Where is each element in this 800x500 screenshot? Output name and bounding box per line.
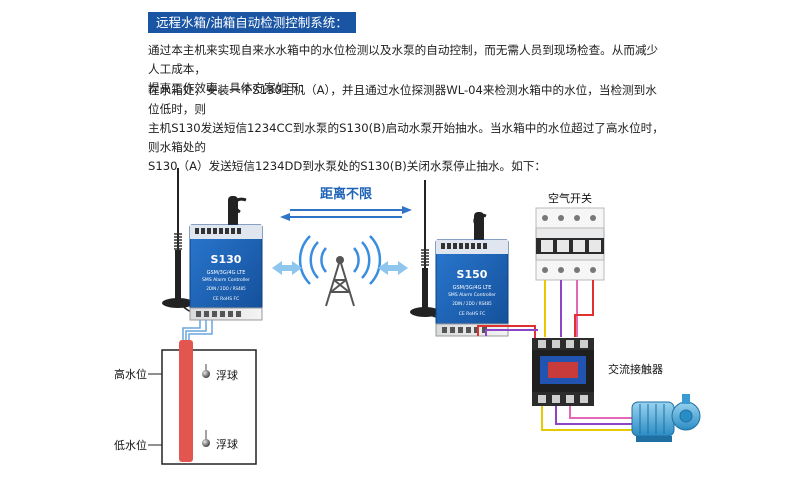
power-wires	[544, 280, 594, 337]
contactor-label: 交流接触器	[608, 362, 663, 376]
device-b-s150: S150 GSM/3G/4G LTE SMS Alarm Controller …	[435, 212, 509, 337]
device-a-model: S130	[211, 253, 242, 266]
motor-wires	[541, 406, 632, 431]
scheme-line-3: S130（A）发送短信1234DD到水泵处的S130(B)关闭水泵停止抽水。如下…	[148, 159, 546, 173]
low-level-label: 低水位	[114, 438, 147, 452]
distance-label: 距离不限	[320, 186, 373, 202]
device-a-line3: 2DIN / 2DO / RS485	[206, 286, 246, 291]
scheme-line-1: 在水箱处，安装一个S130主机（A），并且通过水位探测器WL-04来检测水箱中的…	[148, 83, 657, 116]
control-wires	[477, 325, 538, 345]
pump-motor-icon	[631, 394, 701, 442]
device-b-model: S150	[457, 268, 488, 281]
device-a-line2: SMS Alarm Controller	[202, 277, 250, 283]
device-b-line2: SMS Alarm Controller	[448, 292, 496, 298]
float-ball-top-icon	[202, 364, 210, 378]
float-ball-bottom-icon	[202, 430, 210, 447]
intro-line-2: 提高工作效率。具体方案如下：	[148, 81, 311, 95]
intro-line-1: 通过本主机来实现自来水水箱中的水位检测以及水泵的自动控制，而无需人员到现场检查。…	[148, 43, 659, 76]
air-switch-breaker	[535, 207, 605, 281]
section-title: 远程水箱/油箱自动检测控制系统：	[148, 12, 356, 33]
scheme-line-2: 主机S130发送短信1234CC到水泵的S130(B)启动水泵开始抽水。当水箱中…	[148, 121, 664, 154]
device-b-line3: 2DIN / 2DO / RS485	[452, 301, 492, 306]
device-a-s130: S130 GSM/3G/4G LTE SMS Alarm Controller …	[189, 196, 263, 321]
scheme-paragraph: 在水箱处，安装一个S130主机（A），并且通过水位探测器WL-04来检测水箱中的…	[148, 81, 668, 176]
device-a-cert: CE RoHS FC	[213, 296, 240, 302]
high-level-label: 高水位	[114, 367, 147, 381]
device-b-cert: CE RoHS FC	[459, 311, 486, 317]
float-label-bottom: 浮球	[216, 437, 238, 451]
level-probe	[179, 340, 193, 462]
intro-paragraph: 通过本主机来实现自来水水箱中的水位检测以及水泵的自动控制，而无需人员到现场检查。…	[148, 41, 668, 98]
float-label-top: 浮球	[216, 368, 238, 382]
water-tank	[161, 349, 257, 465]
ac-contactor	[532, 338, 594, 406]
distance-arrows	[280, 206, 412, 221]
cell-tower-icon	[298, 235, 382, 307]
antenna-b-icon	[410, 180, 454, 318]
system-diagram: S130 GSM/3G/4G LTE SMS Alarm Controller …	[114, 168, 701, 465]
link-arrow-left-icon	[272, 261, 302, 275]
device-a-line1: GSM/3G/4G LTE	[207, 270, 246, 276]
device-b-line1: GSM/3G/4G LTE	[453, 285, 492, 291]
link-arrow-right-icon	[378, 261, 408, 275]
air-switch-label: 空气开关	[548, 191, 592, 205]
